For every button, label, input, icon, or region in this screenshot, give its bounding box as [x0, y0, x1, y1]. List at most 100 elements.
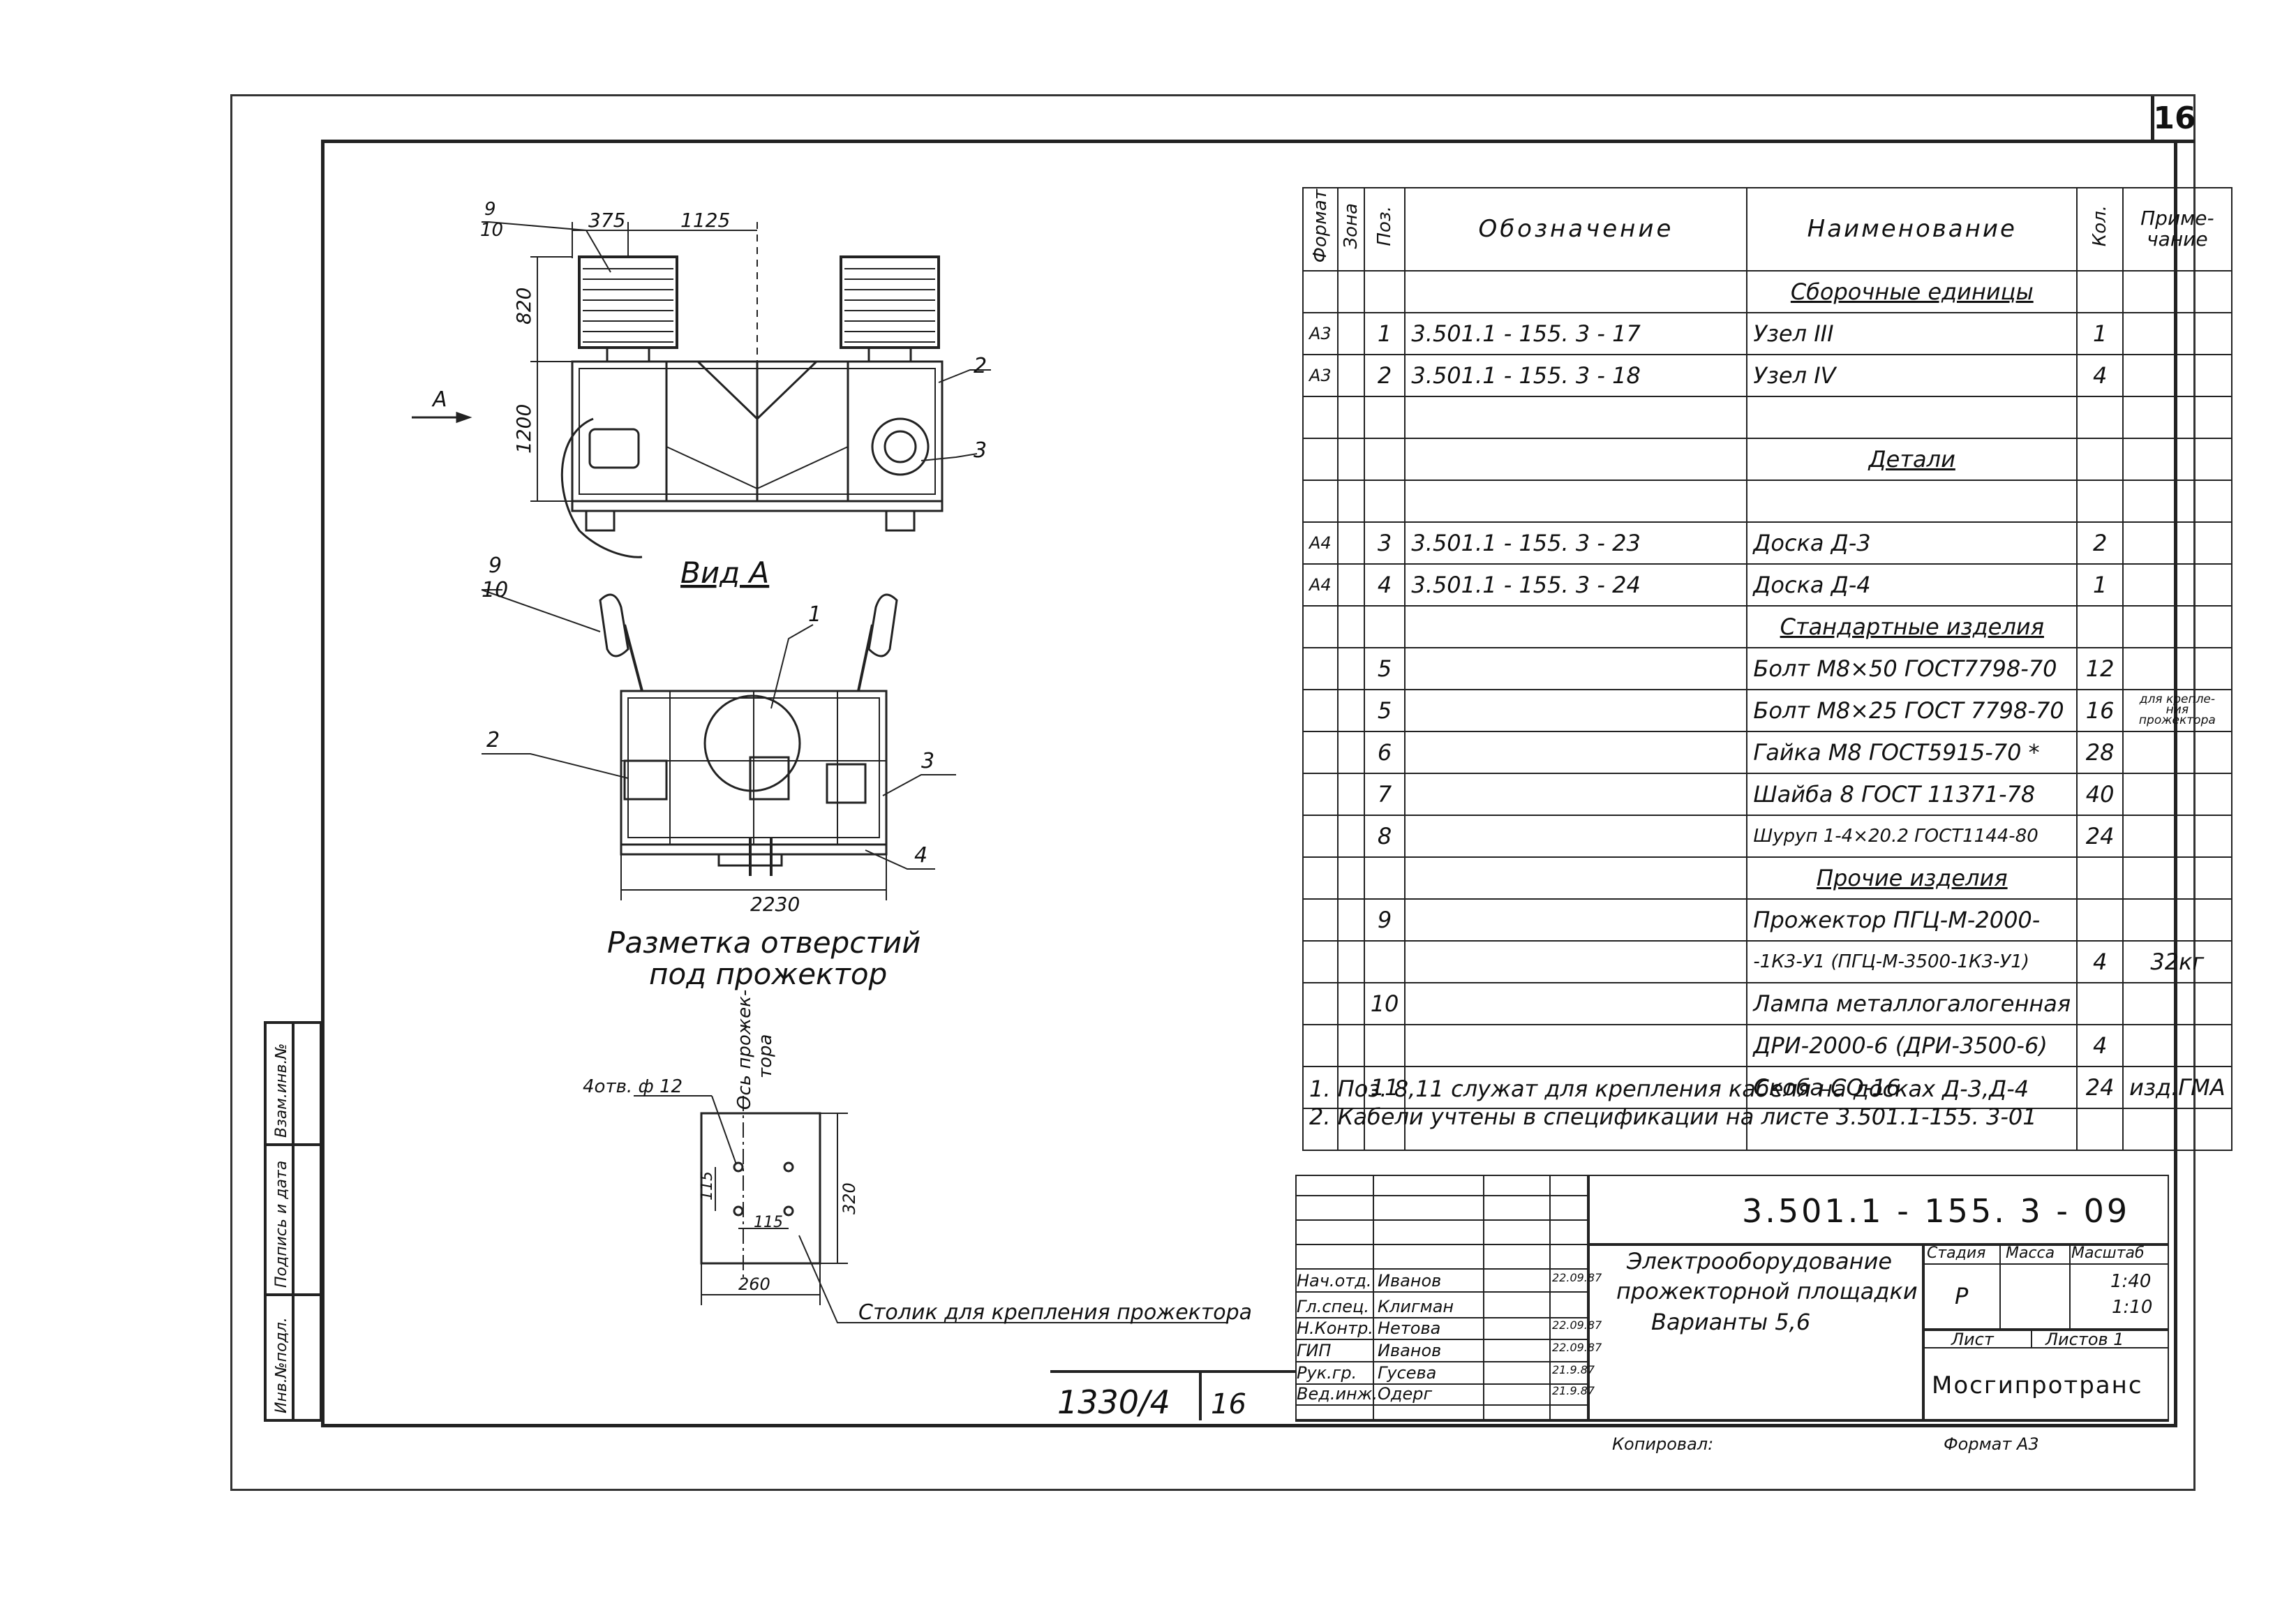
archive-box-lines — [1050, 1370, 1295, 1420]
cell-name: Доска Д-4 — [1746, 563, 2078, 607]
cell-note — [2122, 521, 2232, 565]
mass-header: Масса — [2006, 1244, 2055, 1262]
cell-zone — [1336, 898, 1365, 942]
callout-3-top: 3 — [974, 438, 987, 463]
cell-note — [2122, 856, 2232, 900]
cell-qty: 4 — [2076, 353, 2124, 397]
cell-qty: 12 — [2076, 646, 2124, 690]
cell-zone — [1336, 395, 1365, 439]
cell-format — [1302, 646, 1339, 690]
table-row — [1302, 479, 2232, 523]
role-date: 21.9.87 — [1552, 1363, 1595, 1376]
cell-format — [1302, 437, 1339, 481]
table-label: Столик для крепления прожектора — [858, 1300, 1252, 1325]
cell-note — [2122, 1023, 2232, 1067]
cell-pos: 4 — [1363, 563, 1406, 607]
cell-format — [1302, 981, 1339, 1025]
marking-title-2: под прожектор — [649, 957, 887, 991]
cell-format — [1302, 814, 1339, 858]
copied-label: Копировал: — [1612, 1434, 1714, 1454]
sheet-number: 16 — [2151, 96, 2196, 143]
role-name: Иванов — [1378, 1341, 1442, 1360]
cell-designation — [1404, 814, 1748, 858]
table-row: Стандартные изделия — [1302, 604, 2232, 648]
cell-designation — [1404, 981, 1748, 1025]
col-pos: Поз. — [1363, 187, 1406, 272]
cell-designation — [1404, 479, 1748, 523]
cell-zone — [1336, 646, 1365, 690]
role-role: Гл.спец. — [1297, 1297, 1369, 1316]
cell-qty — [2076, 604, 2124, 648]
col-designation: Обозначение — [1404, 187, 1748, 272]
cell-zone — [1336, 437, 1365, 481]
cell-name: Шайба 8 ГОСТ 11371-78 — [1746, 772, 2078, 816]
cell-qty — [2076, 856, 2124, 900]
cell-note — [2122, 1107, 2232, 1151]
cell-pos: 2 — [1363, 353, 1406, 397]
callout-2-top: 2 — [974, 354, 987, 378]
title-line-2: прожекторной площадки — [1616, 1278, 1918, 1305]
col-qty: Кол. — [2076, 187, 2124, 272]
format-label: Формат А3 — [1944, 1434, 2039, 1454]
cell-designation — [1404, 395, 1748, 439]
cell-format: А3 — [1302, 353, 1339, 397]
title-line-1: Электрооборудование — [1627, 1248, 1893, 1275]
cell-format — [1302, 730, 1339, 774]
cell-zone — [1336, 856, 1365, 900]
view-a-title: Вид А — [680, 556, 769, 590]
cell-qty: 28 — [2076, 730, 2124, 774]
role-name: Нетова — [1378, 1318, 1441, 1338]
role-date: 22.09.87 — [1552, 1271, 1602, 1284]
cell-zone — [1336, 772, 1365, 816]
note-1: 1. Поз. 8,11 служат для крепления кабеля… — [1309, 1076, 2029, 1102]
dim-320: 320 — [840, 1182, 859, 1214]
cell-qty: 40 — [2076, 772, 2124, 816]
dim-115-v: 115 — [699, 1171, 716, 1201]
marking-title-1: Разметка отверстий — [607, 926, 920, 960]
cell-name: Узел III — [1746, 311, 2078, 355]
role-date: 21.9.87 — [1552, 1384, 1595, 1397]
cell-designation — [1404, 269, 1748, 313]
cell-format: А3 — [1302, 311, 1339, 355]
cell-designation — [1404, 772, 1748, 816]
cell-note — [2122, 814, 2232, 858]
arrow-a-label: А — [431, 387, 447, 412]
cell-designation — [1404, 646, 1748, 690]
cell-qty: 1 — [2076, 311, 2124, 355]
cell-zone — [1336, 604, 1365, 648]
cell-designation: 3.501.1 - 155. 3 - 18 — [1404, 353, 1748, 397]
cell-qty — [2076, 1107, 2124, 1151]
top-view — [412, 221, 991, 558]
callout-10: 10 — [482, 578, 508, 602]
cell-zone — [1336, 981, 1365, 1025]
cell-pos — [1363, 1107, 1406, 1151]
cell-zone — [1336, 353, 1365, 397]
cell-zone — [1336, 521, 1365, 565]
cell-note — [2122, 772, 2232, 816]
dim-375: 375 — [588, 209, 625, 232]
cell-pos: 11 — [1363, 1065, 1406, 1109]
stage-value: Р — [1955, 1283, 1969, 1309]
cell-zone — [1336, 563, 1365, 607]
callout-9-top: 9 — [484, 199, 496, 220]
cell-name — [1746, 1107, 2078, 1151]
col-note: Приме- чание — [2122, 187, 2232, 272]
cell-pos: 3 — [1363, 521, 1406, 565]
side-stamp-lines — [264, 1021, 322, 1422]
cell-name: Болт М8×25 ГОСТ 7798-70 — [1746, 688, 2078, 732]
sheets-header: Листов 1 — [2045, 1330, 2124, 1349]
cell-format — [1302, 688, 1339, 732]
cell-pos — [1363, 479, 1406, 523]
cell-zone — [1336, 1023, 1365, 1067]
axis-label-2: тора — [755, 1034, 776, 1079]
cell-name: Доска Д-3 — [1746, 521, 2078, 565]
cell-name: Скоба СО-16 — [1746, 1065, 2078, 1109]
cell-format — [1302, 898, 1339, 942]
role-role: ГИП — [1297, 1341, 1332, 1360]
